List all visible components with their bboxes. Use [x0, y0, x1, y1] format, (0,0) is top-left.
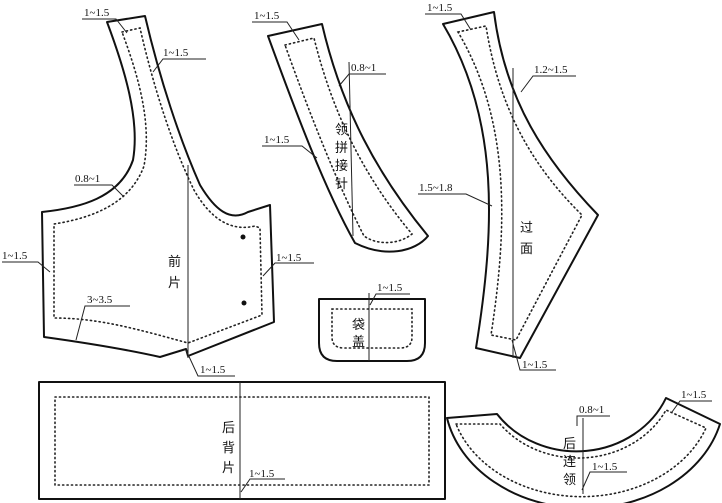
back-collar-name: 后: [563, 437, 576, 452]
front-piece-outline: [41, 15, 275, 358]
facing-name: 过: [520, 221, 533, 236]
leader-line: [425, 13, 472, 31]
seam-allowance-label: 1~1.5: [681, 389, 707, 401]
leader-line: [511, 339, 556, 371]
collar-facing-piece: 领 拼 接 针 1~1.5 0.8~1 1~1.5: [252, 10, 429, 253]
leader-line: [671, 400, 712, 413]
seam-allowance-label: 1~1.5: [163, 47, 189, 59]
leader-line: [2, 261, 51, 273]
back-piece-name: 片: [222, 461, 235, 476]
front-piece: 前 片 1~1.5 1~1.5 0.8~1 1~1.5 1~1.5 3~3.5 …: [2, 7, 314, 377]
front-piece-name: 片: [168, 276, 181, 291]
front-notch-dot: [241, 300, 247, 306]
collar-facing-name: 接: [335, 158, 348, 174]
back-piece-name: 背: [222, 441, 235, 456]
seam-allowance-label: 1~1.5: [427, 2, 453, 14]
facing-outline: [442, 11, 599, 359]
leader-line: [262, 145, 318, 159]
back-collar-name: 领: [563, 473, 576, 488]
facing-seam-line: [456, 25, 583, 341]
back-collar-name: 连: [563, 454, 576, 470]
seam-allowance-label: 0.8~1: [579, 404, 604, 416]
seam-allowance-label: 1~1.5: [377, 282, 403, 294]
back-seam-line: [54, 396, 430, 486]
pocket-flap-name: 袋: [352, 318, 365, 333]
facing-name: 面: [520, 242, 533, 257]
front-piece-name: 前: [168, 254, 181, 270]
seam-allowance-label: 3~3.5: [87, 294, 113, 306]
back-collar-outline: [446, 397, 721, 503]
back-collar-piece: 后 连 领 0.8~1 1~1.5 1~1.5: [446, 389, 721, 503]
back-collar-seam-line: [454, 408, 708, 498]
seam-allowance-label: 1~1.5: [254, 10, 280, 22]
collar-facing-grain-line: [348, 61, 354, 237]
leader-line: [581, 471, 627, 491]
leader-line: [74, 184, 125, 198]
front-seam-line: [53, 27, 263, 344]
pocket-flap-outline: [318, 298, 426, 362]
leader-line: [418, 193, 493, 207]
seam-allowance-label: 0.8~1: [351, 62, 376, 74]
leader-line: [576, 415, 610, 426]
seam-allowance-label: 1.2~1.5: [534, 64, 568, 76]
leader-line: [185, 349, 235, 377]
leader-line: [152, 58, 206, 73]
leader-line: [75, 305, 130, 341]
collar-facing-outline: [267, 23, 429, 253]
seam-allowance-label: 1~1.5: [84, 7, 110, 19]
leader-line: [520, 75, 576, 93]
pocket-flap-seam-line: [331, 308, 413, 349]
facing-piece: 过 面 1~1.5 1.2~1.5 1.5~1.8 1~1.5: [418, 2, 599, 371]
seam-allowance-label: 1~1.5: [264, 134, 290, 146]
back-piece-outline: [38, 381, 446, 500]
pocket-flap-name: 盖: [352, 335, 365, 350]
seam-allowance-label: 1~1.5: [522, 359, 548, 371]
seam-allowance-label: 1~1.5: [2, 250, 28, 262]
seam-allowance-label: 1~1.5: [200, 364, 226, 376]
collar-facing-name: 针: [335, 177, 348, 192]
back-piece: 后 背 片 1~1.5: [38, 381, 446, 500]
seam-allowance-label: 1.5~1.8: [419, 182, 453, 194]
collar-facing-seam-line: [283, 37, 414, 244]
leader-line: [252, 21, 300, 41]
seam-allowance-label: 1~1.5: [249, 468, 275, 480]
seam-allowance-label: 1~1.5: [276, 252, 302, 264]
leader-line: [82, 18, 128, 34]
leader-line: [240, 478, 285, 493]
seam-allowance-label: 0.8~1: [75, 173, 100, 185]
collar-facing-name: 拼: [335, 141, 348, 156]
leader-line: [262, 262, 314, 277]
seam-allowance-label: 1~1.5: [592, 461, 618, 473]
pocket-flap-piece: 袋 盖 1~1.5: [318, 282, 426, 362]
collar-facing-name: 领: [335, 123, 348, 138]
back-piece-name: 后: [222, 421, 235, 436]
leader-line: [369, 293, 410, 306]
leader-line: [338, 73, 386, 87]
front-notch-dot: [240, 234, 246, 240]
